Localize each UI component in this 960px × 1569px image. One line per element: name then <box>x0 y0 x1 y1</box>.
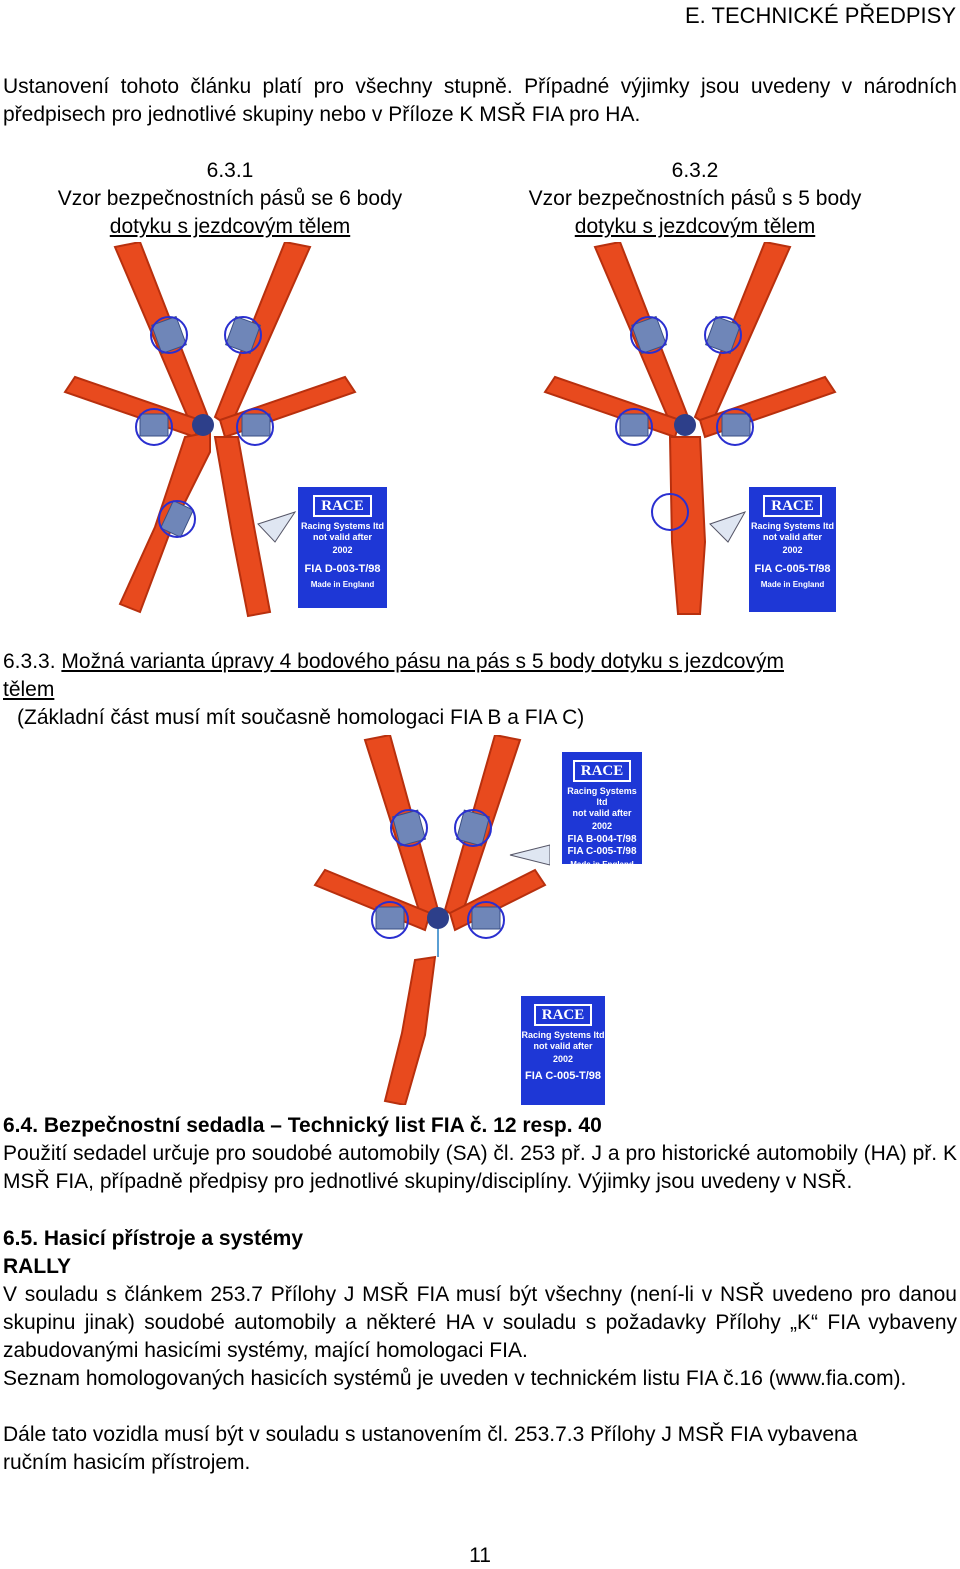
section-633-heading: Možná varianta úpravy 4 bodového pásu na… <box>61 650 784 673</box>
label-maker: Racing Systems ltd <box>750 521 835 531</box>
label-maker: Racing Systems ltd <box>567 786 637 807</box>
section-65-paragraph-2: Seznam homologovaných hasicích systémů j… <box>3 1367 907 1390</box>
variant-label-crotch: RACE Racing Systems ltd not valid after … <box>521 996 605 1105</box>
page-number: 11 <box>469 1544 491 1567</box>
section-64-heading: 6.4. Bezpečnostní sedadla – Technický li… <box>3 1114 602 1137</box>
label-code-c: FIA C-005-T/98 <box>567 846 637 857</box>
race-logo: RACE <box>763 495 822 517</box>
section-65-paragraph-1: V souladu s článkem 253.7 Přílohy J MSŘ … <box>3 1283 957 1362</box>
intro-paragraph: Ustanovení tohoto článku platí pro všech… <box>3 75 957 126</box>
label-validity: not valid after <box>572 808 632 818</box>
section-633-heading-cont: tělem <box>3 678 55 701</box>
fig1-subtitle: dotyku s jezdcovým tělem <box>109 215 351 238</box>
five-point-harness-image <box>543 242 837 615</box>
fig2-number: 6.3.2 <box>671 159 719 182</box>
harness-variant-image <box>313 735 550 1105</box>
label-code: FIA C-005-T/98 <box>754 563 831 575</box>
label-maker: Racing Systems ltd <box>521 1030 605 1040</box>
section-633-title: 6.3.3. Možná varianta úpravy 4 bodového … <box>3 648 957 704</box>
label-validity: not valid after <box>533 1041 593 1051</box>
fig2-homologation-label: RACE Racing Systems ltd not valid after … <box>749 487 836 612</box>
section-65-heading: 6.5. Hasicí přístroje a systémy <box>3 1227 303 1250</box>
label-validity: not valid after <box>762 532 822 542</box>
label-year: 2002 <box>332 545 353 555</box>
race-logo: RACE <box>572 760 632 782</box>
label-code-b: FIA B-004-T/98 <box>567 834 637 845</box>
section-64-text: Použití sedadel určuje pro soudobé autom… <box>3 1142 957 1193</box>
section-633-note: (Základní část musí mít současně homolog… <box>17 706 585 729</box>
fig2-caption: 6.3.2 Vzor bezpečnostních pásů s 5 body … <box>460 157 930 241</box>
fig2-title: Vzor bezpečnostních pásů s 5 body <box>528 187 862 210</box>
fig2-subtitle: dotyku s jezdcovým tělem <box>574 215 816 238</box>
fig1-number: 6.3.1 <box>206 159 254 182</box>
fig1-caption: 6.3.1 Vzor bezpečnostních pásů se 6 body… <box>0 157 460 241</box>
label-year: 2002 <box>552 1054 574 1064</box>
fig1-homologation-label: RACE Racing Systems ltd not valid after … <box>298 487 387 608</box>
page-header: E. TECHNICKÉ PŘEDPISY <box>685 3 956 28</box>
label-year: 2002 <box>591 821 613 831</box>
label-origin: Made in England <box>570 860 634 869</box>
label-origin: Made in England <box>310 580 375 589</box>
race-logo: RACE <box>313 495 372 517</box>
label-code: FIA D-003-T/98 <box>304 563 381 575</box>
label-maker: Racing Systems ltd <box>300 521 385 531</box>
section-633-number: 6.3.3. <box>3 650 56 673</box>
variant-label-base: RACE Racing Systems ltd not valid after … <box>562 752 642 869</box>
race-logo: RACE <box>533 1004 593 1026</box>
label-validity: not valid after <box>312 532 372 542</box>
six-point-harness-image <box>63 242 357 618</box>
label-year: 2002 <box>782 545 803 555</box>
fig1-title: Vzor bezpečnostních pásů se 6 body <box>57 187 403 210</box>
section-65-paragraph-3: Dále tato vozidla musí být v souladu s u… <box>3 1423 858 1474</box>
section-65-subheading: RALLY <box>3 1255 72 1278</box>
label-origin: Made in England <box>760 580 825 589</box>
label-code: FIA C-005-T/98 <box>524 1070 601 1082</box>
